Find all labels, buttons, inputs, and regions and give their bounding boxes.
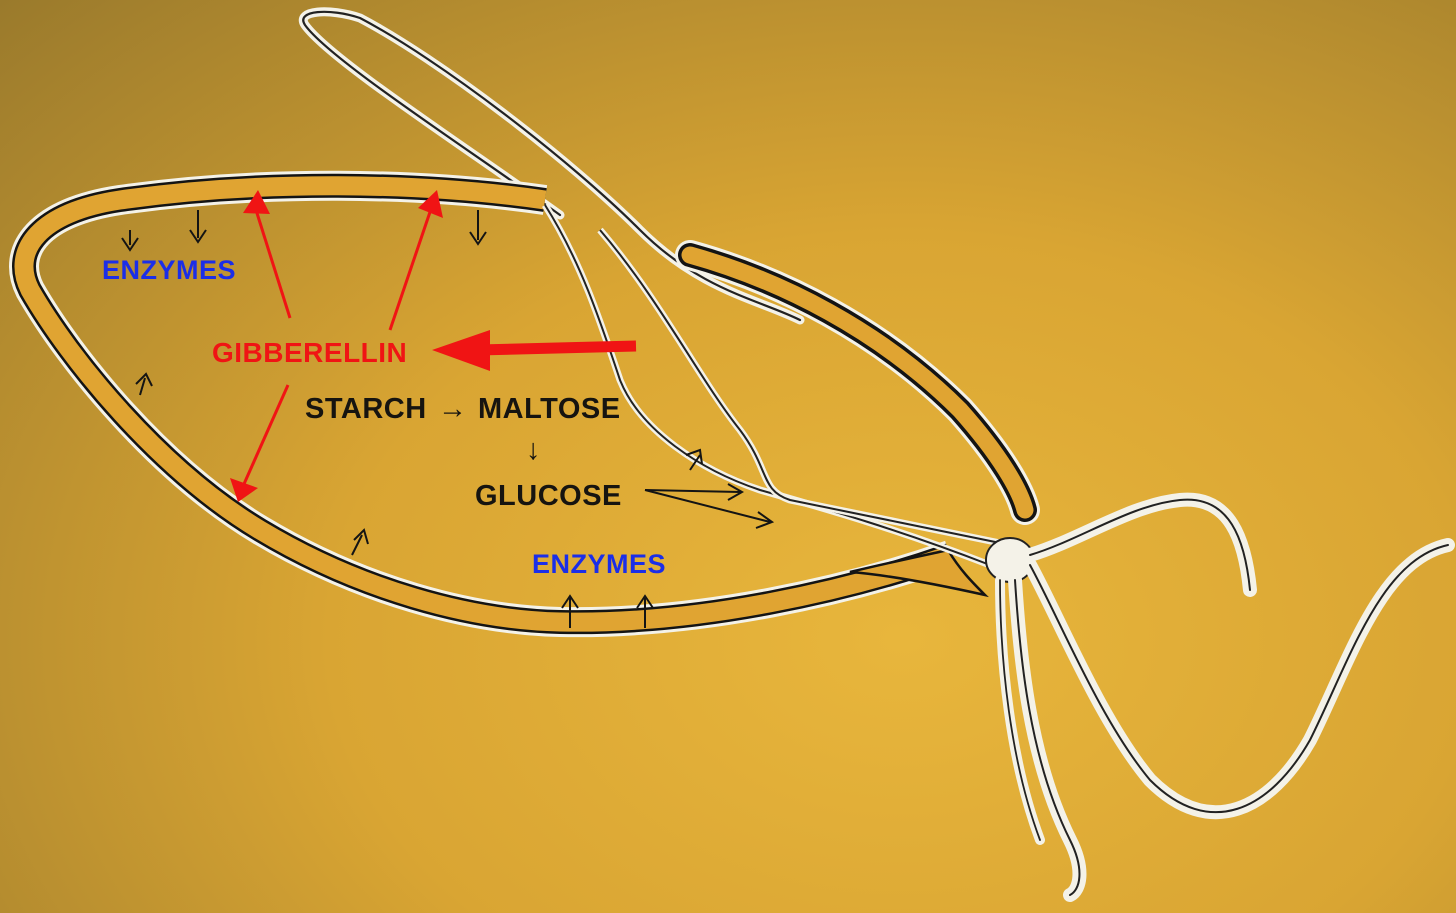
roots bbox=[1000, 500, 1448, 895]
down-arrow-symbol: ↓ bbox=[526, 434, 541, 467]
starch-label: STARCH bbox=[305, 393, 427, 426]
enzymes-label-top: ENZYMES bbox=[102, 255, 236, 286]
right-arrow-symbol: → bbox=[438, 393, 468, 426]
enzymes-label-bottom: ENZYMES bbox=[532, 549, 666, 580]
gibberellin-label: GIBBERELLIN bbox=[212, 337, 407, 369]
glucose-label: GLUCOSE bbox=[475, 480, 622, 513]
maltose-label: MALTOSE bbox=[478, 393, 621, 426]
